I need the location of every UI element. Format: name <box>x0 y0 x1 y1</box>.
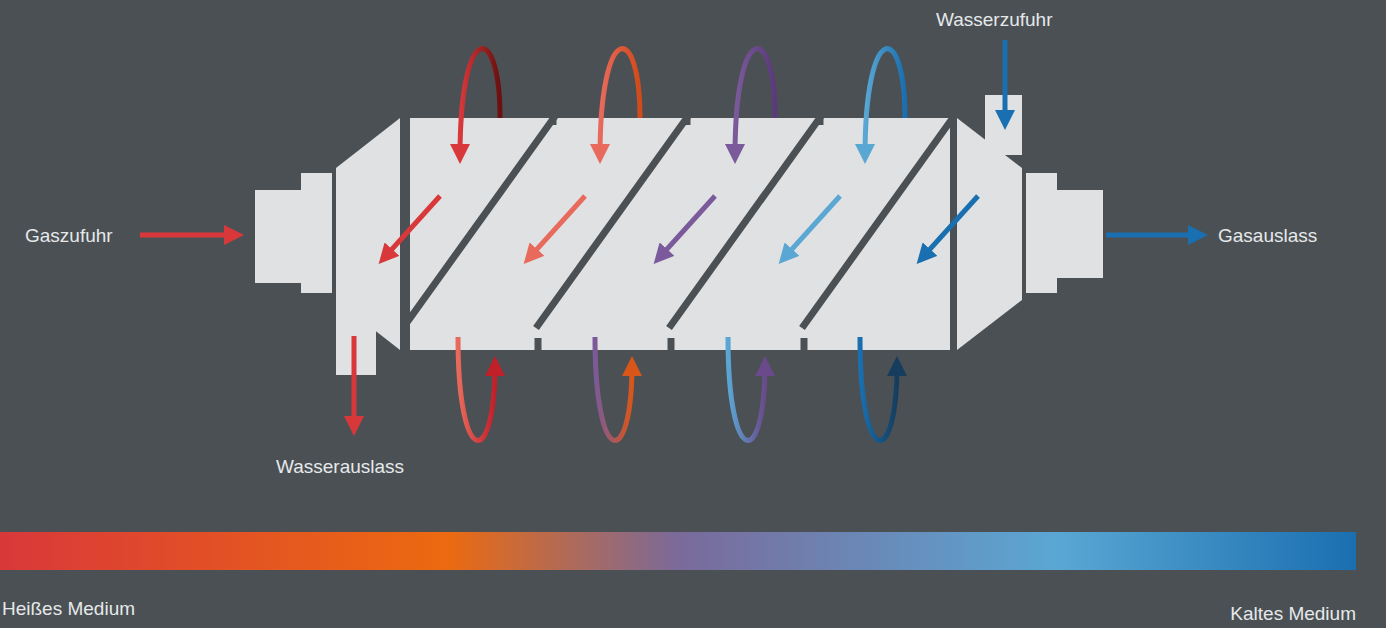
scale-label: Kaltes Medium <box>1230 603 1356 626</box>
scale-label: Heißes Medium <box>2 598 135 621</box>
baffles <box>403 112 957 356</box>
temperature-bar <box>0 532 1356 570</box>
outlet-label: Gasauslass <box>1218 225 1317 248</box>
water-loops <box>458 49 905 441</box>
inlet-label: Gaszufuhr <box>25 225 113 248</box>
housing <box>255 95 1103 375</box>
flow-arrows <box>140 40 1200 428</box>
inlet-label: Wasserzufuhr <box>936 9 1053 32</box>
outlet-label: Wasserauslass <box>276 456 404 479</box>
